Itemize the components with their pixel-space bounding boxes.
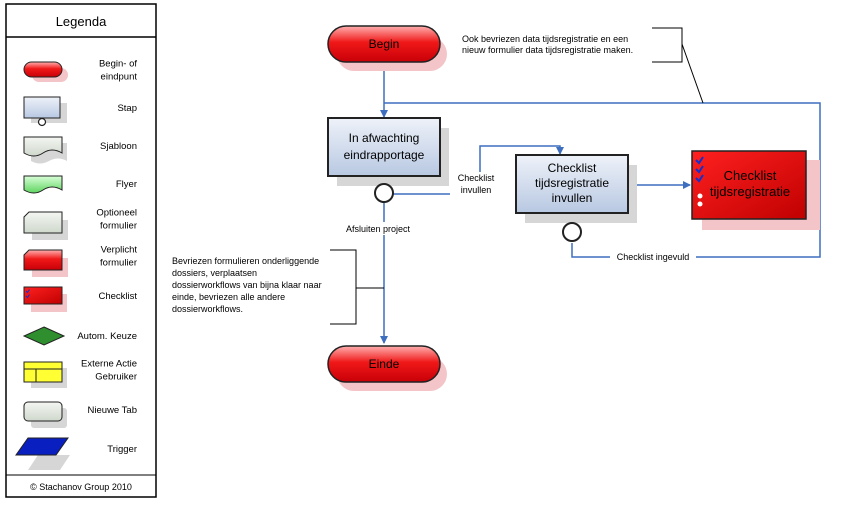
- note-left-line-4: einde, bevriezen alle andere: [172, 292, 285, 302]
- decision-icon: [22, 326, 66, 346]
- begin-label: Begin: [369, 37, 400, 51]
- new-tab-icon: [23, 401, 67, 428]
- legend-label-required-form-2: formulier: [100, 258, 137, 269]
- legend-label-flyer-1: Flyer: [116, 179, 137, 190]
- edge-labels: Checklist invullen Afsluiten project Che…: [334, 172, 696, 263]
- external-action-icon: [23, 361, 67, 388]
- legend-label-optional-form-1: Optioneel: [96, 208, 137, 219]
- step-checklist-port: [562, 222, 582, 242]
- required-form-icon: [23, 249, 68, 277]
- checklist-document: Checklist tijdsregistratie: [691, 150, 820, 230]
- annotation-top: Ook bevriezen data tijdsregistratie en e…: [462, 27, 704, 104]
- legend-label-new-tab-1: Nieuwe Tab: [88, 405, 137, 416]
- template-icon: [23, 136, 67, 164]
- legend-title: Legenda: [56, 14, 107, 29]
- label-checklist-fill-1: Checklist: [458, 173, 495, 183]
- legend-labels: Begin- of eindpuntStapSjabloonFlyerOption…: [77, 59, 137, 456]
- legend-label-template-1: Sjabloon: [100, 141, 137, 152]
- note-top-line-2: nieuw formulier data tijdsregistratie ma…: [462, 45, 633, 55]
- step-icon: [23, 96, 67, 127]
- note-left-line-1: Bevriezen formulieren onderliggende: [172, 256, 319, 266]
- label-checklist-fill-2: invullen: [461, 185, 492, 195]
- legend-label-checklist-1: Checklist: [98, 291, 137, 302]
- end-terminator: Einde: [327, 345, 447, 391]
- note-left-line-5: dossierworkflows.: [172, 304, 243, 314]
- legend-label-trigger-1: Trigger: [107, 444, 137, 455]
- legend-label-terminator-2: eindpunt: [101, 72, 138, 83]
- trigger-icon: [15, 437, 70, 470]
- label-checklist-done: Checklist ingevuld: [617, 252, 690, 262]
- optional-form-icon: [23, 211, 68, 240]
- legend-label-external-action-2: Gebruiker: [95, 372, 137, 383]
- step-checklist-label-3: invullen: [552, 191, 593, 205]
- step-waiting-port: [374, 183, 394, 203]
- note-left-line-2: dossiers, verplaatsen: [172, 268, 257, 278]
- legend-label-required-form-1: Verplicht: [101, 245, 138, 256]
- note-left-line-3: dossierworkflows van bijna klaar naar: [172, 280, 322, 290]
- begin-terminator: Begin: [327, 25, 447, 71]
- step-waiting-label-1: In afwachting: [349, 131, 420, 145]
- annotation-left: Bevriezen formulieren onderliggende doss…: [172, 249, 384, 325]
- step-checklist: Checklist tijdsregistratie invullen: [515, 154, 637, 242]
- note-top-line-1: Ook bevriezen data tijdsregistratie en e…: [462, 34, 628, 44]
- legend-label-optional-form-2: formulier: [100, 221, 137, 232]
- step-waiting-report: In afwachting eindrapportage: [327, 117, 449, 203]
- end-label: Einde: [369, 357, 400, 371]
- step-waiting-label-2: eindrapportage: [344, 148, 425, 162]
- checkmarks-icon: [695, 156, 704, 183]
- step-checklist-label-1: Checklist: [548, 161, 597, 175]
- checklist-doc-label-2: tijdsregistratie: [710, 184, 790, 199]
- legend-panel: Legenda © Stachanov Group 2010: [5, 3, 157, 498]
- checklist-icon: [23, 286, 67, 312]
- step-checklist-label-2: tijdsregistratie: [535, 176, 609, 190]
- legend-footer: © Stachanov Group 2010: [30, 482, 132, 492]
- legend-label-external-action-1: Externe Actie: [81, 359, 137, 370]
- terminator-icon: [23, 61, 68, 82]
- legend-label-step-1: Stap: [117, 103, 137, 114]
- legend-label-terminator-1: Begin- of: [99, 59, 137, 70]
- label-close-project: Afsluiten project: [346, 224, 411, 234]
- checklist-doc-label-1: Checklist: [724, 168, 777, 183]
- flyer-icon: [23, 175, 63, 194]
- legend-label-decision-1: Autom. Keuze: [77, 331, 137, 342]
